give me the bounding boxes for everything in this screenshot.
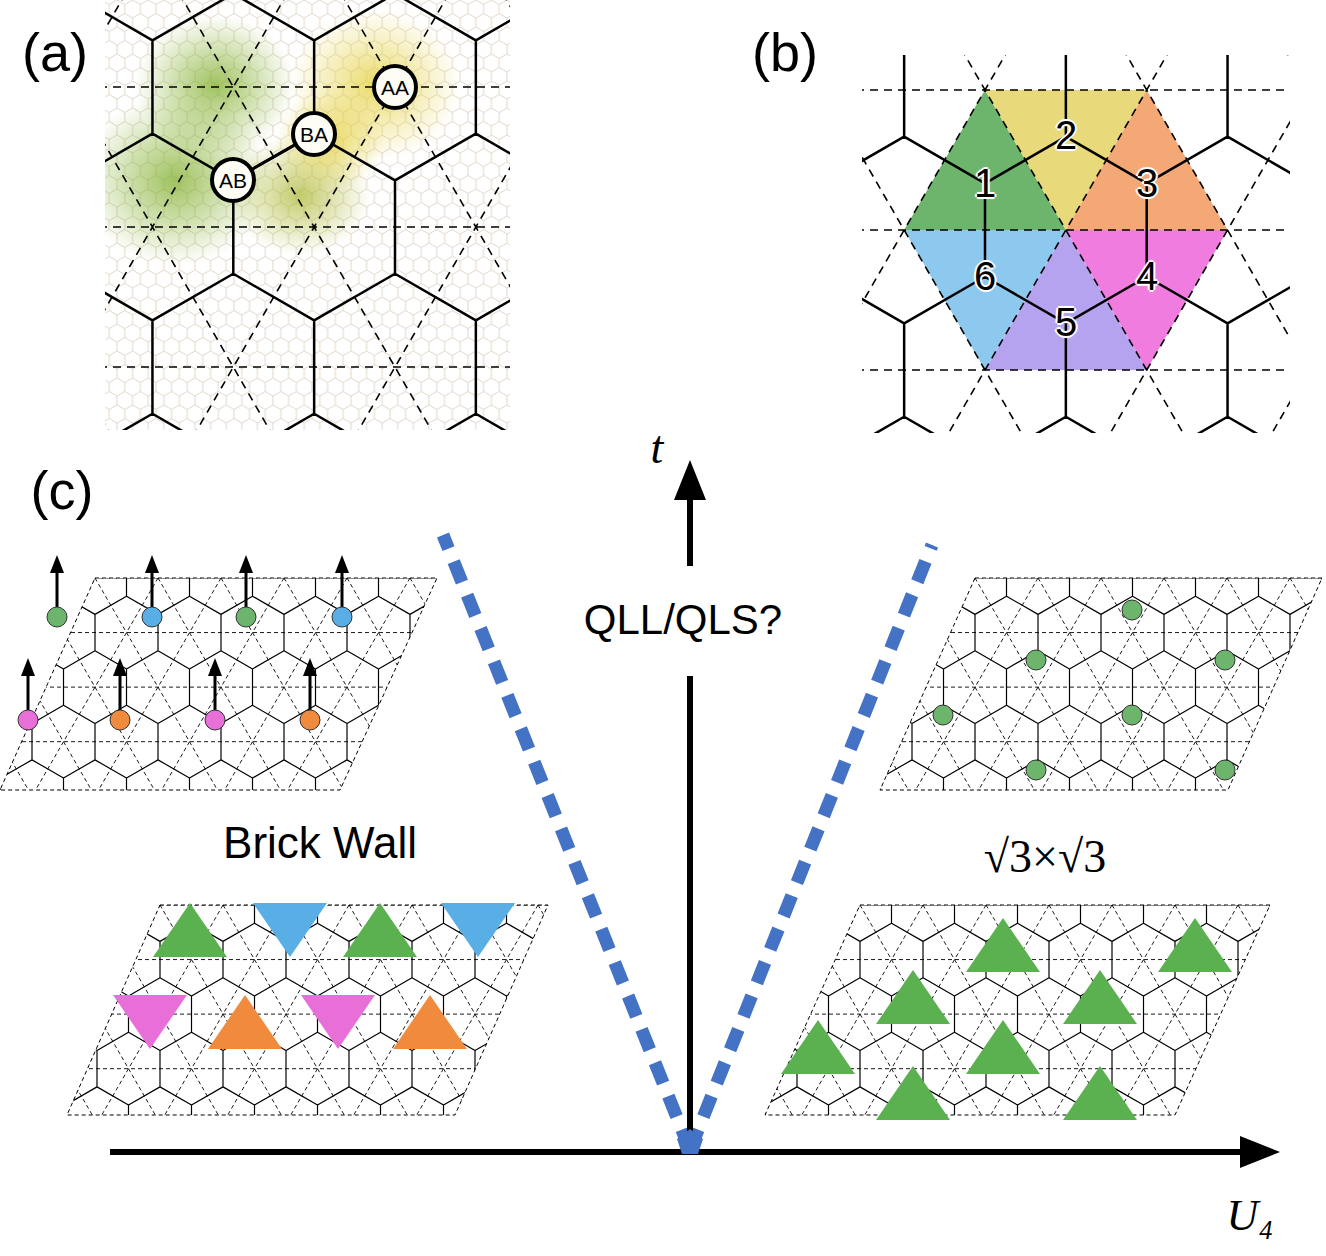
supercell-outline bbox=[0, 578, 437, 790]
order-triangles bbox=[113, 903, 1232, 1120]
sublattice-number: 5 bbox=[1055, 302, 1077, 342]
order-triangle bbox=[208, 995, 282, 1049]
honeycomb-lattice bbox=[0, 814, 853, 1250]
phase-label: √3×√3 bbox=[984, 834, 1106, 880]
axis-label: U₄ bbox=[1226, 1194, 1273, 1238]
charge-dot bbox=[1122, 705, 1142, 725]
charge-dot bbox=[1122, 600, 1142, 620]
axis-label: t bbox=[651, 425, 664, 471]
supercell-lattice bbox=[0, 469, 1326, 924]
triangular-lattice bbox=[862, 55, 1290, 433]
order-triangle bbox=[1063, 970, 1137, 1024]
honeycomb-lattice bbox=[105, 0, 510, 430]
order-triangle bbox=[113, 995, 187, 1049]
bond-line bbox=[253, 145, 294, 168]
charge-dot bbox=[1026, 650, 1046, 670]
charge-dot bbox=[47, 607, 67, 627]
spin-arrow bbox=[151, 571, 154, 607]
spin-arrowhead bbox=[50, 555, 64, 573]
supercell-lattice bbox=[0, 796, 1326, 1251]
spin-arrow bbox=[119, 674, 122, 710]
charge-dot bbox=[1026, 760, 1046, 780]
spin-arrowhead bbox=[208, 658, 222, 676]
spin-arrowhead bbox=[303, 658, 317, 676]
honeycomb-lattice bbox=[862, 55, 1290, 433]
order-triangle bbox=[153, 903, 227, 957]
spin-arrowhead bbox=[145, 555, 159, 573]
spin-arrow bbox=[309, 674, 312, 710]
spin-arrow bbox=[56, 571, 59, 607]
spin-arrowhead bbox=[113, 658, 127, 676]
charge-dot bbox=[236, 607, 256, 627]
charge-dot bbox=[142, 607, 162, 627]
spin-arrow bbox=[245, 571, 248, 607]
supercell-outline bbox=[880, 578, 1322, 790]
phase-label: QLL/QLS? bbox=[584, 599, 782, 641]
supercell-lattice bbox=[0, 469, 1326, 924]
site-label: AB bbox=[219, 170, 247, 191]
lattice-b bbox=[862, 55, 1290, 433]
supercell-outline bbox=[765, 905, 1270, 1115]
ordered-state-panels bbox=[0, 469, 1326, 1251]
stacking-site: BA bbox=[291, 111, 337, 157]
spin-arrow bbox=[214, 674, 217, 710]
order-triangle bbox=[1158, 918, 1232, 972]
honeycomb-lattice bbox=[0, 487, 725, 923]
charge-dot bbox=[18, 710, 38, 730]
spin-arrowhead bbox=[21, 658, 35, 676]
lattice-a bbox=[105, 0, 510, 430]
triangular-lattice bbox=[0, 469, 1326, 851]
spin-arrow bbox=[341, 571, 344, 607]
charge-dot bbox=[205, 710, 225, 730]
charge-dot bbox=[1215, 650, 1235, 670]
honeycomb-lattice bbox=[514, 814, 1326, 1250]
honeycomb-lattice bbox=[629, 487, 1326, 923]
order-triangle bbox=[343, 903, 417, 957]
triangular-lattice bbox=[0, 469, 1326, 851]
spin-arrowhead bbox=[239, 555, 253, 573]
charge-dots bbox=[933, 600, 1235, 780]
charge-dot bbox=[332, 607, 352, 627]
spin-arrow bbox=[27, 674, 30, 710]
critical-point bbox=[677, 1129, 703, 1154]
charge-dot bbox=[300, 710, 320, 730]
charge-dot bbox=[933, 705, 953, 725]
stacking-site: AB bbox=[210, 157, 256, 203]
panel-label: (a) bbox=[22, 25, 88, 79]
order-triangle bbox=[876, 970, 950, 1024]
order-triangle bbox=[966, 918, 1040, 972]
site-label: BA bbox=[300, 124, 328, 145]
order-triangle bbox=[781, 1020, 855, 1074]
spin-arrows bbox=[18, 555, 352, 730]
supercell-lattice bbox=[0, 796, 1326, 1251]
stacking-site: AA bbox=[372, 64, 418, 110]
site-label: AA bbox=[381, 77, 409, 98]
sublattice-number: 2 bbox=[1055, 115, 1077, 155]
axes bbox=[110, 460, 1280, 1168]
panel-label: (c) bbox=[31, 463, 94, 517]
charge-dot bbox=[1215, 760, 1235, 780]
order-triangle bbox=[1063, 1066, 1137, 1120]
triangular-lattice bbox=[105, 0, 510, 430]
order-triangle bbox=[301, 995, 375, 1049]
order-triangle bbox=[393, 995, 467, 1049]
sublattice-number: 1 bbox=[974, 163, 996, 203]
spin-arrowhead bbox=[335, 555, 349, 573]
order-triangle bbox=[441, 903, 515, 957]
sublattice-number: 4 bbox=[1136, 256, 1158, 296]
sublattice-number: 3 bbox=[1136, 163, 1158, 203]
phase-label: Brick Wall bbox=[223, 821, 417, 865]
order-triangle bbox=[876, 1066, 950, 1120]
charge-dot bbox=[110, 710, 130, 730]
order-triangle bbox=[253, 903, 327, 957]
order-triangle bbox=[966, 1020, 1040, 1074]
sublattice-number: 6 bbox=[974, 256, 996, 296]
panel-label: (b) bbox=[752, 25, 818, 79]
